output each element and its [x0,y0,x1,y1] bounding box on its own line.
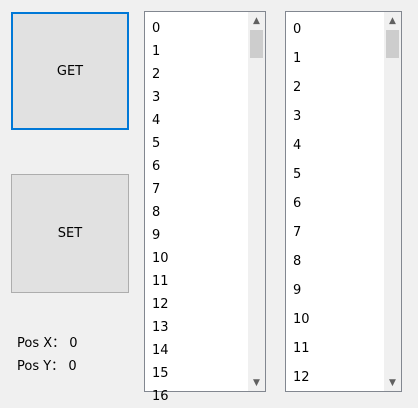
set-button[interactable]: SET [11,174,129,293]
pos-x-value: 0 [69,336,78,351]
listbox-2-item[interactable]: 2 [293,80,302,95]
pos-y-value: 0 [68,359,77,374]
listbox-1-item[interactable]: 14 [152,343,169,358]
listbox-1-scrollbar[interactable]: ▲ ▼ [248,12,265,391]
listbox-2-item[interactable]: 3 [293,109,302,124]
listbox-1-item[interactable]: 11 [152,274,169,289]
scroll-up-arrow-icon[interactable]: ▲ [253,15,260,26]
listbox-2-scroll-thumb[interactable] [386,30,399,58]
listbox-2-item[interactable]: 4 [293,138,302,153]
listbox-1-item[interactable]: 5 [152,136,161,151]
listbox-1-item[interactable]: 6 [152,159,161,174]
listbox-1-item[interactable]: 16 [152,389,169,404]
listbox-2-item[interactable]: 1 [293,51,302,66]
scroll-down-arrow-icon[interactable]: ▼ [253,377,260,388]
get-button[interactable]: GET [11,12,129,130]
listbox-2-item[interactable]: 12 [293,370,310,385]
get-button-label: GET [56,63,84,79]
listbox-1-item[interactable]: 2 [152,67,161,82]
set-button-label: SET [57,226,83,241]
listbox-2-item[interactable]: 11 [293,341,310,356]
pos-y-label: Pos Y： [17,359,65,374]
listbox-1-item[interactable]: 10 [152,251,169,266]
listbox-2-item[interactable]: 10 [293,312,310,327]
listbox-2-scrollbar[interactable]: ▲ ▼ [384,12,401,391]
scroll-up-arrow-icon[interactable]: ▲ [389,15,396,26]
listbox-1-item[interactable]: 8 [152,205,161,220]
listbox-1-item[interactable]: 3 [152,90,161,105]
listbox-2-item[interactable]: 8 [293,254,302,269]
pos-x-readout: Pos X： 0 [17,332,78,351]
listbox-1-item[interactable]: 15 [152,366,169,381]
listbox-1-item[interactable]: 1 [152,44,161,59]
listbox-1-item[interactable]: 9 [152,228,161,243]
listbox-2-item[interactable]: 5 [293,167,302,182]
listbox-2-item[interactable]: 9 [293,283,302,298]
scroll-down-arrow-icon[interactable]: ▼ [389,377,396,388]
listbox-1-item[interactable]: 13 [152,320,169,335]
listbox-1-scroll-thumb[interactable] [250,30,263,58]
listbox-2-item[interactable]: 6 [293,196,302,211]
listbox-1-item[interactable]: 4 [152,113,161,128]
listbox-1-item[interactable]: 12 [152,297,169,312]
listbox-2-item[interactable]: 0 [293,22,302,37]
pos-x-label: Pos X： [17,336,66,351]
pos-y-readout: Pos Y： 0 [17,355,77,374]
listbox-1-item[interactable]: 7 [152,182,161,197]
listbox-2-item[interactable]: 7 [293,225,302,240]
listbox-1-item[interactable]: 0 [152,21,161,36]
